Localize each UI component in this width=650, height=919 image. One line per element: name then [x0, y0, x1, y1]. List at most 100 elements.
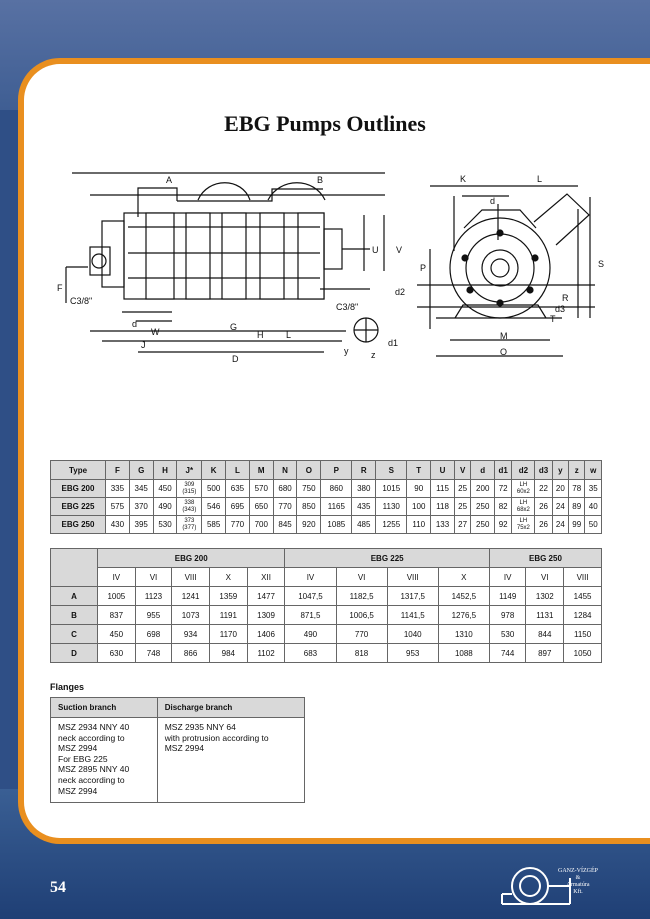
- dimension-cell: 118: [430, 497, 455, 516]
- stage-cell: 1141,5: [386, 605, 439, 625]
- dimension-cell: 770: [272, 497, 298, 516]
- dimension-cell: 200: [470, 479, 496, 498]
- drawing-label-s: S: [598, 259, 604, 269]
- dimension-cell: 26: [534, 515, 553, 534]
- stage-cell: 450: [97, 624, 136, 644]
- stage-row-label: C: [50, 624, 98, 644]
- stage-cell: 630: [97, 643, 136, 663]
- dimension-header-u: U: [430, 460, 455, 480]
- dimension-cell: 338(343): [176, 497, 203, 516]
- stage-cell: 744: [488, 643, 527, 663]
- dimension-row-type: EBG 200: [50, 479, 106, 498]
- drawing-label-b: B: [317, 175, 323, 185]
- dimension-cell: 380: [351, 479, 377, 498]
- dimension-cell: 530: [152, 515, 178, 534]
- dimension-cell: 370: [128, 497, 154, 516]
- dimension-cell: 20: [551, 479, 570, 498]
- dimension-cell: 485: [351, 515, 377, 534]
- drawing-label-d-right: d: [490, 196, 495, 206]
- dimension-cell: 35: [584, 479, 602, 498]
- stage-cell: 1040: [386, 624, 439, 644]
- dimension-cell: 585: [201, 515, 227, 534]
- dimension-cell: 250: [470, 497, 496, 516]
- stage-cell: 1452,5: [437, 586, 490, 606]
- stage-cell: 530: [488, 624, 527, 644]
- dimension-cell: 25: [453, 497, 472, 516]
- dimension-cell: 1015: [375, 479, 408, 498]
- stage-cell: 1050: [563, 643, 602, 663]
- drawing-label-c-right: C3/8": [336, 302, 358, 312]
- drawing-label-c-left: C3/8": [70, 296, 92, 306]
- dimension-cell: 110: [406, 515, 432, 534]
- stage-header: VIII: [386, 567, 439, 587]
- dimension-cell: 850: [296, 497, 322, 516]
- stage-cell: 1455: [563, 586, 602, 606]
- stage-cell: 1150: [563, 624, 602, 644]
- drawing-label-d2: d2: [395, 287, 405, 297]
- stage-header: X: [208, 567, 248, 587]
- dimension-cell: 1085: [320, 515, 353, 534]
- dimension-header-t: T: [406, 460, 432, 480]
- dimension-header-f: F: [105, 460, 130, 480]
- dimension-header-p: P: [320, 460, 353, 480]
- drawing-label-h: H: [257, 330, 264, 340]
- dimension-cell: 1130: [375, 497, 408, 516]
- dimension-cell: 570: [248, 479, 274, 498]
- dimension-header-m: M: [248, 460, 274, 480]
- flanges-title: Flanges: [50, 682, 85, 692]
- drawing-label-m: M: [500, 331, 508, 341]
- stage-group-header: EBG 200: [96, 548, 286, 568]
- dimension-cell: 500: [201, 479, 227, 498]
- suction-inlet-body: [101, 220, 125, 288]
- stage-row-label: D: [50, 643, 98, 663]
- stage-header: IV: [488, 567, 527, 587]
- drawing-label-d1: d1: [388, 338, 398, 348]
- stage-cell: 1006,5: [335, 605, 388, 625]
- dimension-cell: 750: [296, 479, 322, 498]
- stage-cell: 1241: [171, 586, 210, 606]
- drawing-label-t: T: [550, 314, 556, 324]
- stage-cell: 770: [335, 624, 388, 644]
- page-title: EBG Pumps Outlines: [224, 110, 426, 136]
- stage-cell: 955: [134, 605, 173, 625]
- dimension-cell: 90: [406, 479, 432, 498]
- dimension-cell: 40: [584, 497, 602, 516]
- stage-group-header: EBG 250: [488, 548, 603, 568]
- dimension-cell: 345: [128, 479, 154, 498]
- stage-cell: 1317,5: [386, 586, 439, 606]
- dimension-cell: 25: [453, 479, 472, 498]
- dimension-cell: 650: [248, 497, 274, 516]
- stage-header: X: [437, 567, 490, 587]
- stage-header: VI: [525, 567, 565, 587]
- discharge-branch-text: MSZ 2935 NNY 64 with protrusion accordin…: [156, 717, 306, 803]
- stage-cell: 1284: [563, 605, 602, 625]
- stage-header: VI: [134, 567, 173, 587]
- dimension-row-type: EBG 225: [50, 497, 106, 516]
- dimension-cell: 695: [225, 497, 250, 516]
- stage-cell: 1309: [246, 605, 286, 625]
- dimension-header-v: V: [453, 460, 472, 480]
- dimension-header-z: z: [568, 460, 586, 480]
- dimension-cell: 680: [272, 479, 298, 498]
- dimension-cell: 133: [430, 515, 455, 534]
- suction-branch-header: Suction branch: [50, 697, 158, 718]
- dimension-cell: 860: [320, 479, 353, 498]
- drawing-label-p: P: [420, 263, 426, 273]
- stage-row-label: A: [50, 586, 98, 606]
- dimension-cell: 50: [584, 515, 602, 534]
- dimension-cell: 490: [152, 497, 178, 516]
- drawing-label-a: A: [166, 175, 172, 185]
- stage-cell: 1149: [488, 586, 527, 606]
- dimension-header-d: d: [470, 460, 496, 480]
- stage-cell: 984: [208, 643, 248, 663]
- stage-header: IV: [284, 567, 337, 587]
- stage-cell: 1477: [246, 586, 286, 606]
- stage-cell: 1170: [208, 624, 248, 644]
- stage-header: IV: [97, 567, 136, 587]
- stage-cell: 698: [134, 624, 173, 644]
- dimension-header-d1: d1: [494, 460, 513, 480]
- stage-cell: 1406: [246, 624, 286, 644]
